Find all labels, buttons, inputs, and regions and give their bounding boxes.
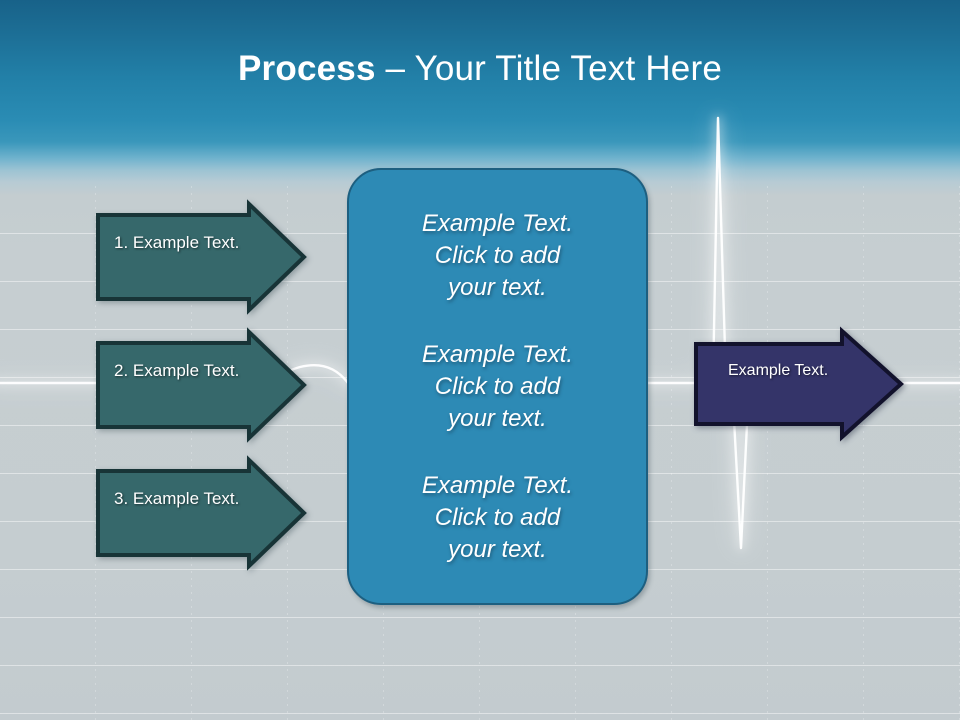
- center-text-block-2-line-2: Click to add: [434, 372, 561, 400]
- center-text-block-1-line-3: your text.: [448, 273, 547, 301]
- left-arrow-3-shape: [96, 455, 307, 571]
- center-text-block-2-line-1: Example Text.: [421, 340, 574, 368]
- left-arrow-1[interactable]: 1. Example Text.: [96, 199, 311, 315]
- right-arrow-output-shape: [694, 326, 904, 442]
- slide-title-rest: – Your Title Text Here: [375, 49, 722, 88]
- center-content-box[interactable]: Example Text. Click to add your text. Ex…: [347, 168, 648, 605]
- slide-title: Process – Your Title Text Here: [0, 48, 960, 90]
- center-text-block-1: Example Text. Click to add your text.: [349, 208, 646, 304]
- center-text-block-1-line-1: Example Text.: [421, 209, 574, 237]
- center-text-block-3: Example Text. Click to add your text.: [349, 470, 646, 566]
- center-text-block-3-line-3: your text.: [448, 535, 547, 563]
- left-arrow-3[interactable]: 3. Example Text.: [96, 455, 311, 571]
- center-text-block-2-line-3: your text.: [448, 404, 547, 432]
- left-arrow-2[interactable]: 2. Example Text.: [96, 327, 311, 443]
- left-arrow-2-shape: [96, 327, 307, 443]
- right-arrow-output[interactable]: Example Text.: [694, 326, 906, 442]
- center-text-block-3-line-1: Example Text.: [421, 471, 574, 499]
- center-text-block-3-line-2: Click to add: [434, 503, 561, 531]
- slide-title-strong: Process: [238, 49, 376, 88]
- center-text-block-1-line-2: Click to add: [434, 241, 561, 269]
- center-text-block-2: Example Text. Click to add your text.: [349, 339, 646, 435]
- left-arrow-1-shape: [96, 199, 307, 315]
